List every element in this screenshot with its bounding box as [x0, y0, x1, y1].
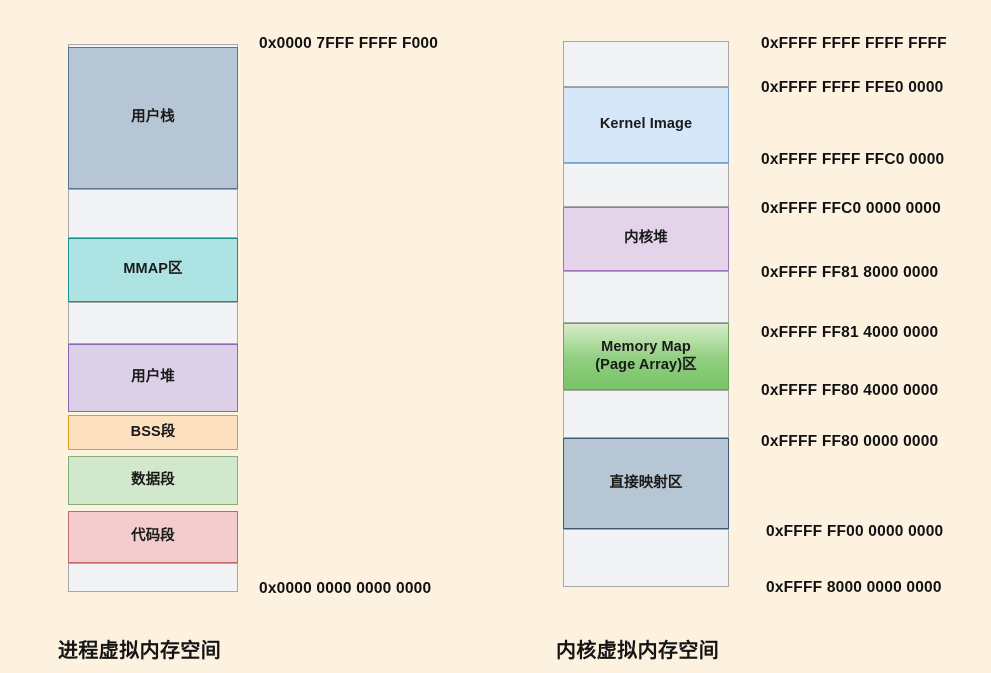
kernel-address-0: 0xFFFF FFFF FFFF FFFF: [761, 35, 947, 52]
kernel-address-6: 0xFFFF FF80 4000 0000: [761, 382, 939, 399]
process-address-top: 0x0000 7FFF FFFF F000: [259, 35, 439, 52]
process-block-gap-2: [68, 302, 238, 344]
kernel-address-3: 0xFFFF FFC0 0000 0000: [761, 200, 941, 217]
kernel-address-1: 0xFFFF FFFF FFE0 0000: [761, 79, 944, 96]
kernel-block-gap-3: [563, 390, 729, 438]
kernel-address-9: 0xFFFF 8000 0000 0000: [766, 579, 942, 596]
process-block-user-heap[interactable]: 用户堆: [68, 344, 238, 412]
caption-process-space: 进程虚拟内存空间: [58, 640, 222, 662]
process-memory-column: 用户栈 MMAP区 用户堆 BSS段 数据段 代码段: [68, 44, 238, 592]
kernel-address-5: 0xFFFF FF81 4000 0000: [761, 324, 939, 341]
kernel-address-2: 0xFFFF FFFF FFC0 0000: [761, 151, 945, 168]
process-address-bottom: 0x0000 0000 0000 0000: [259, 580, 432, 597]
process-block-gap-bottom: [68, 563, 238, 592]
process-block-data-segment[interactable]: 数据段: [68, 456, 238, 505]
kernel-block-gap-2: [563, 271, 729, 323]
kernel-block-gap-1: [563, 163, 729, 207]
kernel-address-4: 0xFFFF FF81 8000 0000: [761, 264, 939, 281]
kernel-memory-column: Kernel Image 内核堆 Memory Map (Page Array)…: [563, 41, 729, 587]
kernel-block-kernel-heap[interactable]: 内核堆: [563, 207, 729, 271]
process-block-code-segment[interactable]: 代码段: [68, 511, 238, 563]
kernel-block-kernel-image[interactable]: Kernel Image: [563, 87, 729, 163]
process-block-mmap[interactable]: MMAP区: [68, 238, 238, 302]
process-block-gap-1: [68, 189, 238, 238]
kernel-block-gap-bottom: [563, 529, 729, 587]
memory-map-label-line1: Memory Map: [601, 339, 691, 356]
process-block-user-stack[interactable]: 用户栈: [68, 47, 238, 189]
kernel-block-memory-map[interactable]: Memory Map (Page Array)区: [563, 323, 729, 390]
memory-map-label-line2: (Page Array)区: [595, 356, 697, 373]
process-block-bss[interactable]: BSS段: [68, 415, 238, 450]
kernel-address-7: 0xFFFF FF80 0000 0000: [761, 433, 939, 450]
kernel-block-gap-top: [563, 41, 729, 87]
kernel-address-8: 0xFFFF FF00 0000 0000: [766, 523, 944, 540]
kernel-block-direct-mapping[interactable]: 直接映射区: [563, 438, 729, 529]
caption-kernel-space: 内核虚拟内存空间: [556, 640, 720, 662]
